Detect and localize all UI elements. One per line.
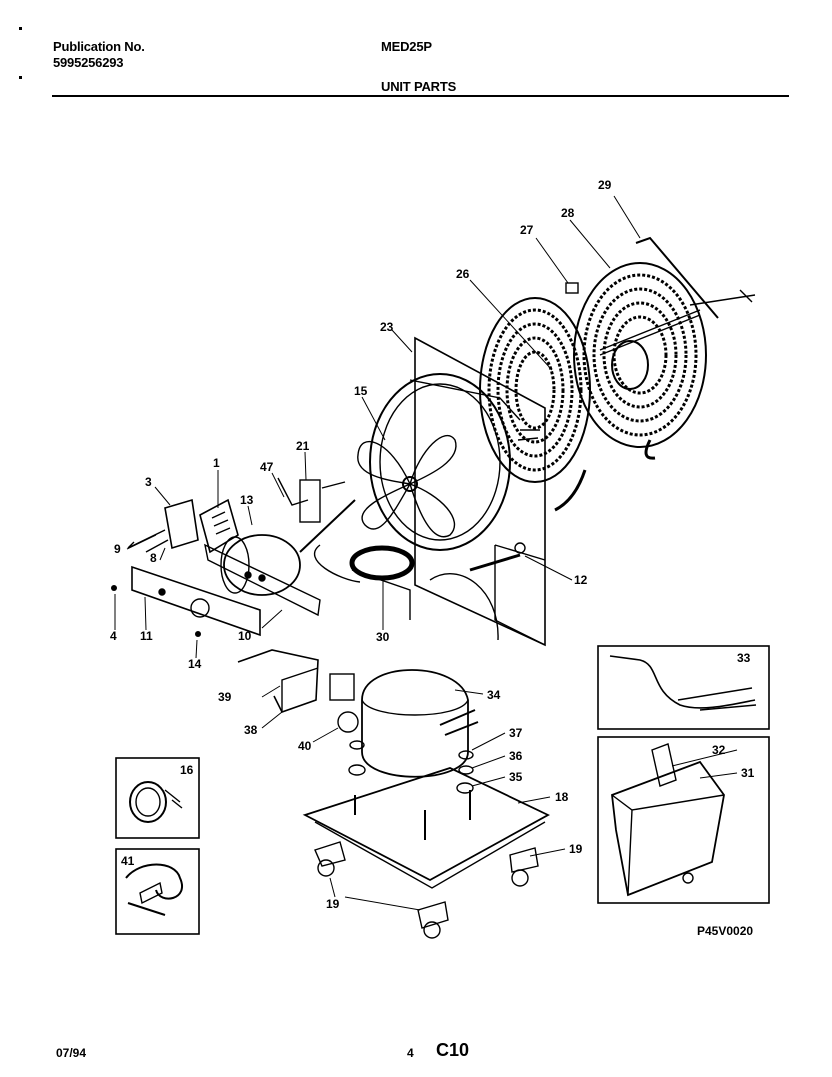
callout-40: 40: [298, 739, 312, 753]
fan-blade: [357, 434, 457, 538]
callout-12: 12: [574, 573, 588, 587]
callout-13: 13: [240, 493, 254, 507]
callout-14: 14: [188, 657, 202, 671]
condenser-coil: [573, 262, 707, 460]
inset-31: [597, 736, 770, 904]
grommets: [348, 740, 474, 794]
callout-36: 36: [509, 749, 523, 763]
compressor: [361, 669, 479, 778]
header-rule: [52, 95, 789, 97]
callout-30: 30: [376, 630, 390, 644]
section-title: UNIT PARTS: [381, 79, 457, 94]
callout-33: 33: [737, 651, 751, 665]
callout-34: 34: [487, 688, 501, 702]
control-switch: [164, 498, 239, 554]
callout-21: 21: [296, 439, 310, 453]
fan-shroud-panel: [369, 336, 546, 647]
callout-29: 29: [598, 178, 612, 192]
screws: [127, 529, 169, 553]
callout-35: 35: [509, 770, 523, 784]
base-pan: [302, 767, 550, 889]
inset-16: [115, 757, 200, 839]
callout-28: 28: [561, 206, 575, 220]
margin-mark: [19, 76, 22, 79]
coil-bracket: [635, 236, 756, 319]
publication-number: 5995256293: [53, 55, 124, 70]
footer-page-number: 4: [407, 1046, 414, 1060]
capacitor-switch: [277, 477, 346, 523]
callout-47: 47: [260, 460, 274, 474]
screw: [195, 631, 201, 637]
callout-26: 26: [456, 267, 470, 281]
evaporator-coil: [479, 297, 591, 512]
callout-18: 18: [555, 790, 569, 804]
callout-41: 41: [121, 854, 135, 868]
callout-37: 37: [509, 726, 523, 740]
coil-clip: [565, 282, 579, 294]
callout-11: 11: [140, 629, 153, 643]
callout-32: 32: [712, 743, 726, 757]
callout-38: 38: [244, 723, 258, 737]
footer-date: 07/94: [56, 1046, 87, 1060]
terminal-cover: [237, 649, 319, 713]
callout-1: 1: [213, 456, 220, 470]
callout-10: 10: [238, 629, 252, 643]
drain-ring: [349, 545, 415, 620]
callout-19-bottom: 19: [326, 897, 340, 911]
publication-label: Publication No.: [53, 39, 145, 54]
casters: [314, 841, 539, 939]
callout-19-right: 19: [569, 842, 583, 856]
callout-9: 9: [114, 542, 121, 556]
callout-16: 16: [180, 763, 194, 777]
motor-mount-bracket: [131, 565, 261, 637]
inset-33: [597, 645, 770, 730]
wiring: [313, 542, 526, 641]
footer-code: C10: [436, 1040, 470, 1060]
inset-41: [115, 848, 200, 935]
margin-mark: [19, 27, 22, 30]
diagram-code: P45V0020: [697, 924, 753, 938]
callout-8: 8: [150, 551, 157, 565]
callout-27: 27: [520, 223, 534, 237]
relay-overload: [329, 673, 359, 733]
callout-4: 4: [110, 629, 117, 643]
callout-15: 15: [354, 384, 368, 398]
fan-motor: [204, 499, 356, 617]
callout-31: 31: [741, 766, 755, 780]
leader-lines: [114, 195, 738, 911]
callout-39: 39: [218, 690, 232, 704]
callout-23: 23: [380, 320, 394, 334]
model-number: MED25P: [381, 39, 432, 54]
callout-3: 3: [145, 475, 152, 489]
screw: [111, 585, 117, 591]
